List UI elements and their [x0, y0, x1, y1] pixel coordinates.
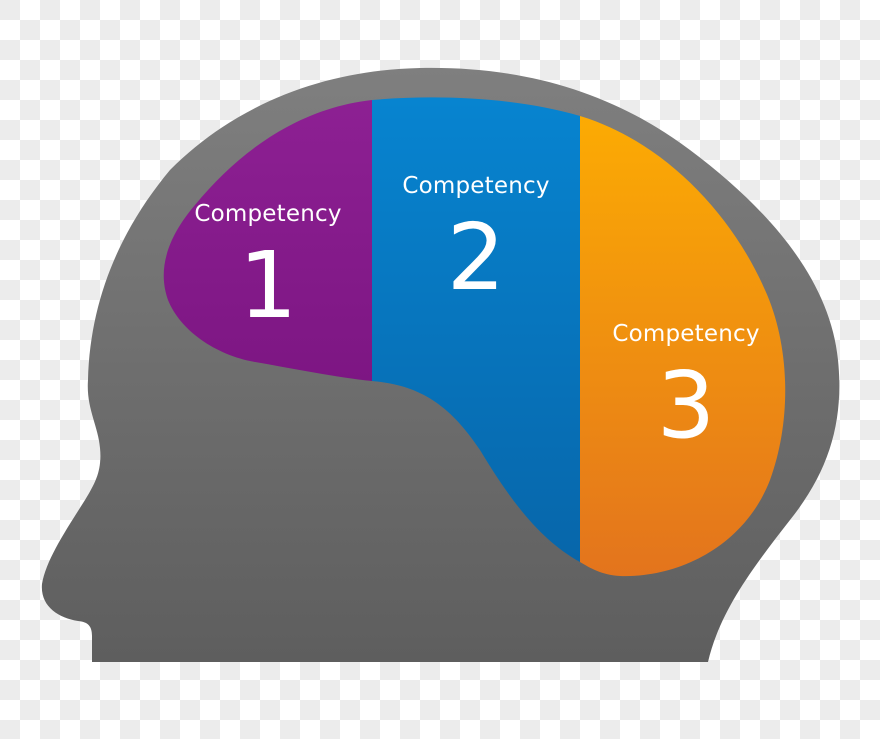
competency-2-number: 2: [446, 204, 506, 311]
competency-1-word: Competency: [194, 201, 342, 227]
competency-3-label: Competency 3: [601, 320, 771, 456]
competency-1-number: 1: [238, 232, 298, 339]
competency-3-number: 3: [656, 352, 716, 459]
competency-3-word: Competency: [612, 321, 760, 347]
competency-1-region: [163, 100, 372, 381]
competency-3-region: [580, 116, 786, 577]
competency-1-label: Competency 1: [183, 200, 353, 336]
competency-2-region: [372, 97, 580, 563]
competency-2-word: Competency: [402, 173, 550, 199]
competency-2-label: Competency 2: [391, 172, 561, 308]
